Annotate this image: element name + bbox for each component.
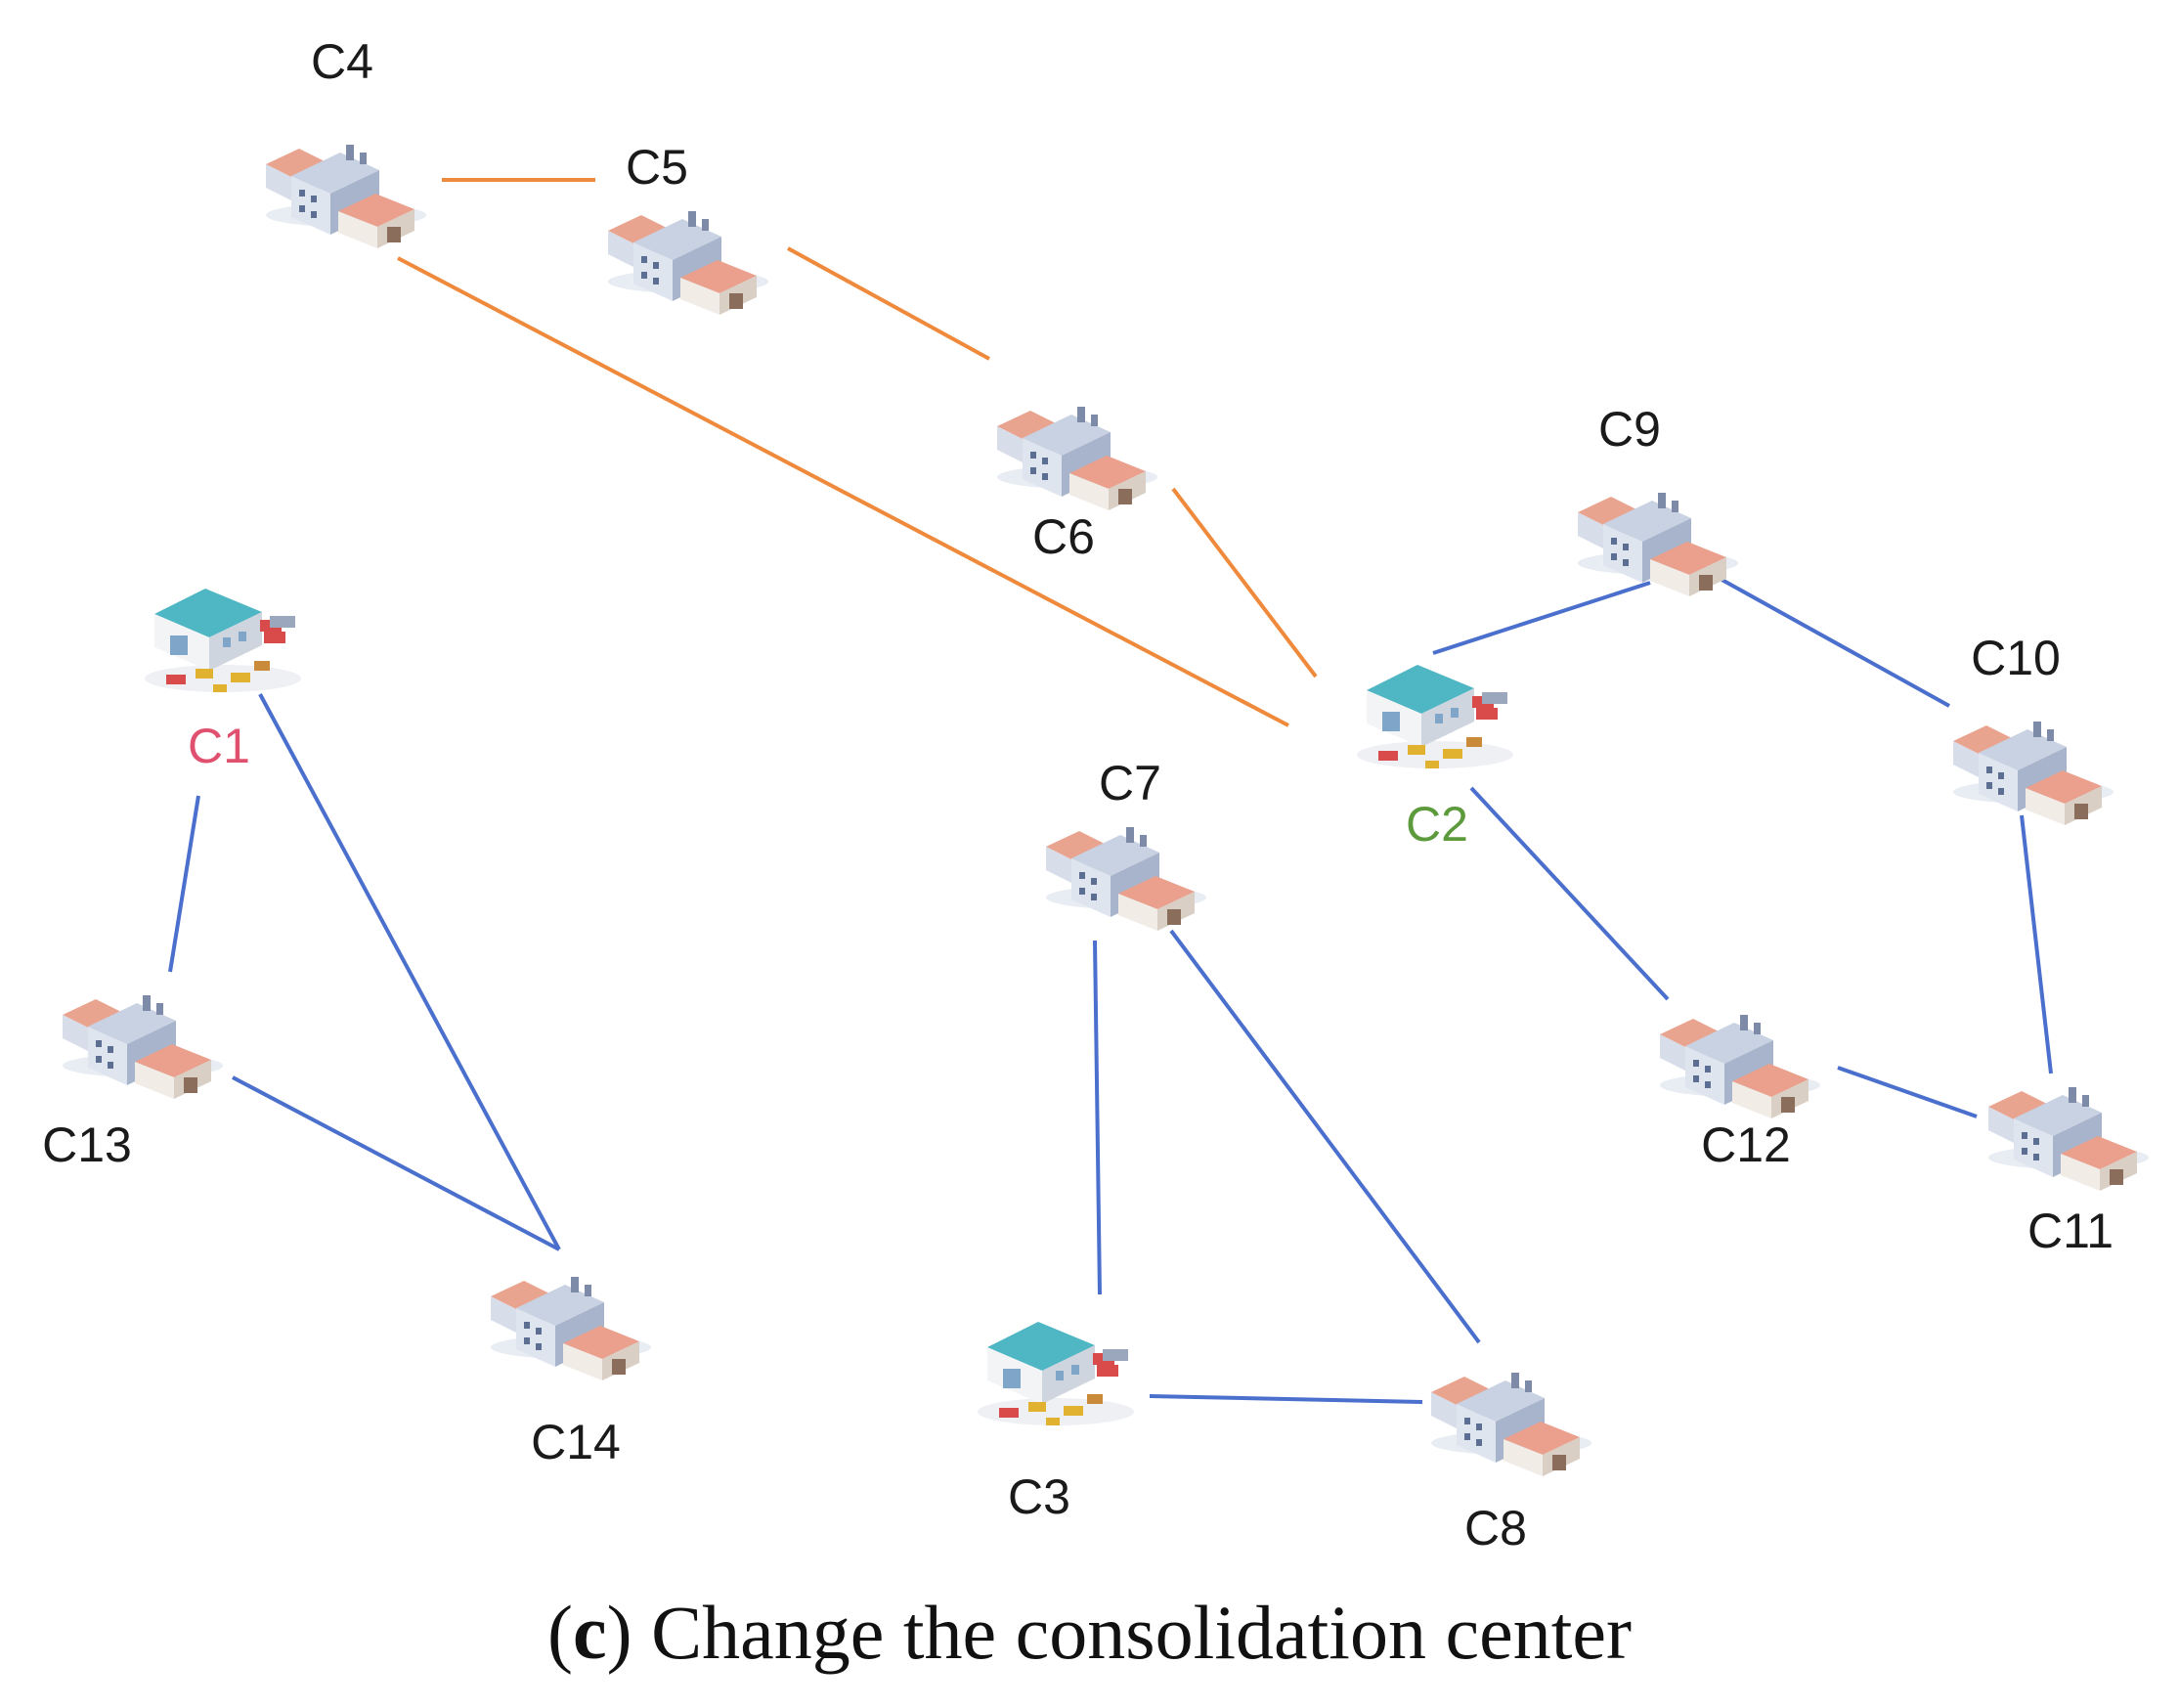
route-edge-c7-c3 (1093, 940, 1102, 1295)
building-icon-c9 (1578, 493, 1738, 596)
warehouse-icon-c1 (145, 589, 301, 692)
building-icon-c6 (997, 407, 1157, 510)
caption-text: Change the consolidation center (651, 1590, 1632, 1675)
route-edge-c12-c2 (1469, 786, 1670, 1001)
building-icon-c5 (608, 211, 768, 315)
route-edge-c14-c1 (258, 693, 561, 1250)
route-edge-c11-c12 (1837, 1066, 1978, 1118)
node-label-c4: C4 (311, 34, 373, 89)
node-label-c8: C8 (1464, 1501, 1527, 1555)
route-edge-c3-c8 (1149, 1394, 1423, 1404)
route-edge-c8-c7 (1169, 929, 1481, 1344)
route-edge-c5-c6 (787, 246, 990, 361)
building-icon-c14 (491, 1277, 651, 1380)
node-label-c7: C7 (1099, 756, 1161, 810)
node-label-c12: C12 (1701, 1117, 1791, 1172)
node-label-c5: C5 (626, 140, 688, 195)
building-icon-c7 (1046, 827, 1206, 931)
route-edge-c10-c11 (2020, 814, 2053, 1074)
warehouse-icon-c3 (978, 1322, 1134, 1425)
warehouse-icon-c2 (1357, 665, 1513, 768)
caption-paren-close: ) (606, 1590, 632, 1675)
node-label-c2: C2 (1406, 797, 1468, 852)
building-icon-c4 (266, 145, 426, 248)
node-label-c6: C6 (1032, 509, 1095, 564)
node-label-c13: C13 (42, 1117, 132, 1172)
route-edge-c9-c10 (1716, 575, 1950, 708)
node-label-c3: C3 (1008, 1469, 1070, 1524)
building-icon-c10 (1953, 722, 2114, 825)
caption-letter: c (573, 1590, 607, 1675)
node-label-c11: C11 (2027, 1204, 2114, 1258)
building-icon-c8 (1431, 1373, 1591, 1476)
building-icon-c12 (1660, 1015, 1820, 1118)
figure-caption: (c) Change the consolidation center (0, 1589, 2179, 1677)
route-edge-c13-c14 (232, 1075, 560, 1251)
route-edge-c1-c13 (168, 795, 200, 973)
node-label-c9: C9 (1598, 402, 1661, 457)
node-label-c1: C1 (188, 719, 250, 773)
route-edge-c2-c9 (1432, 581, 1651, 655)
building-icon-c13 (63, 995, 223, 1099)
node-label-c10: C10 (1971, 631, 2061, 685)
building-icon-c11 (1988, 1087, 2149, 1191)
route-edge-c4-c2 (397, 256, 1289, 727)
route-edge-c6-c2 (1171, 487, 1318, 679)
caption-paren-open: ( (547, 1590, 574, 1675)
node-label-c14: C14 (531, 1415, 621, 1469)
